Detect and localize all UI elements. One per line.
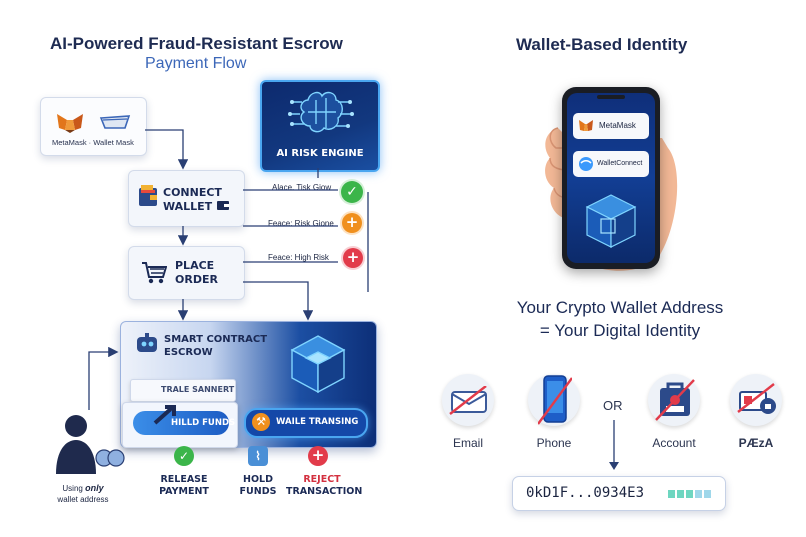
reject-icon: +: [308, 446, 328, 466]
phone: MetaMask WalletConnect: [562, 87, 660, 269]
left-title: AI-Powered Fraud-Resistant Escrow: [50, 34, 343, 53]
ai-risk-engine-box: AI RISK ENGINE: [260, 80, 380, 172]
identity-phone: Phone: [526, 374, 586, 456]
high-risk-icon: +: [343, 248, 363, 268]
user-caption-using: Using: [62, 484, 83, 493]
trale-sannert-label: TRALE SANNERT: [161, 385, 235, 394]
phone-blockchain-cube-icon: [585, 194, 637, 248]
headline-line1: Your Crypto Wallet Address: [516, 298, 724, 317]
wallet-icon: [139, 185, 157, 206]
walletconnect-option-label: WalletConnect: [597, 160, 643, 167]
right-title: Wallet-Based Identity: [516, 35, 688, 54]
check-icon: ✓: [341, 181, 363, 203]
hold-line1: HOLD: [243, 474, 273, 485]
walletconnect-option[interactable]: WalletConnect: [573, 151, 649, 177]
arrow-to-address: [609, 420, 619, 470]
metamask-option-label: MetaMask: [599, 121, 636, 130]
risk-label-high: Feace: High Risk: [268, 253, 329, 262]
phone-icon: [538, 375, 572, 425]
smart-contract-line2: ESCROW: [164, 347, 213, 358]
connect-wallet-line1: CONNECT: [163, 186, 222, 199]
trale-sannert-panel: TRALE SANNERT: [130, 379, 236, 402]
user-silhouette-icon: [56, 415, 125, 474]
hammer-icon: ⚒: [252, 413, 270, 431]
or-label: OR: [603, 398, 623, 413]
identity-account: Account: [646, 374, 706, 456]
place-order-card: PLACE ORDER: [128, 246, 245, 300]
arrow-up-icon: [153, 405, 176, 425]
hold-funds-outcome-label: HOLD FUNDS: [236, 474, 280, 498]
id-card-icon: [737, 383, 776, 414]
shopping-cart-icon: [142, 262, 167, 284]
medium-risk-icon: +: [342, 213, 362, 233]
user-caption-wallet: wallet address: [57, 495, 109, 504]
mini-wallet-icon: [217, 201, 229, 210]
identity-id-card: PÆzA: [728, 374, 788, 456]
metamask-fox-icon: [57, 114, 83, 133]
left-subtitle: Payment Flow: [145, 55, 247, 72]
brain-circuit-icon: [288, 91, 354, 133]
metamask-icon: [579, 120, 593, 131]
hold-funds-button[interactable]: HILLD FUNDS: [133, 405, 235, 435]
wallet-box: MetaMask · Wallet Mask: [40, 97, 147, 156]
account-icon: [655, 379, 695, 421]
connect-wallet-card: CONNECT WALLET: [128, 170, 245, 227]
metamask-option[interactable]: MetaMask: [573, 113, 649, 139]
risk-label-medium: Feace: Risk Gione: [268, 219, 334, 228]
headline-line2: = Your Digital Identity: [539, 321, 701, 340]
risk-label-low: Alace. Tisk Giow: [272, 183, 332, 192]
waile-transing-button[interactable]: ⚒ WAILE TRANSING: [244, 408, 368, 438]
place-order-line2: ORDER: [175, 273, 218, 286]
release-payment-label: RELEASE PAYMENT: [158, 474, 210, 498]
identity-email: Email: [440, 374, 500, 456]
reject-transaction-label: REJECT TRANSACTION: [286, 474, 363, 498]
phone-notch: [597, 95, 625, 99]
connect-wallet-line2: WALLET: [163, 200, 213, 213]
blockchain-cube-icon: [290, 335, 346, 394]
wallet-mask-icon: [99, 115, 131, 129]
hold-funds-icon: ⌇: [248, 446, 268, 466]
robot-icon: [137, 333, 157, 352]
id-card-label: PÆzA: [738, 436, 774, 450]
wallet-address-bar: 0kD1F...0934E3: [512, 476, 726, 511]
progress-dot-1: [668, 490, 675, 498]
hold-line2: FUNDS: [239, 486, 277, 497]
place-order-line1: PLACE: [175, 259, 215, 272]
address-progress-dots: [668, 490, 716, 498]
progress-dot-5: [704, 490, 711, 498]
hold-funds-label: HILLD FUNDS: [171, 418, 236, 428]
reject-line1: REJECT: [303, 474, 341, 485]
walletconnect-icon: [579, 157, 593, 171]
phone-screen: MetaMask WalletConnect: [567, 93, 655, 263]
hold-funds-panel: HILLD FUNDS: [122, 402, 238, 448]
envelope-icon: [449, 386, 487, 415]
wallet-address-text: 0kD1F...0934E3: [526, 485, 645, 501]
release-line1: RELEASE: [160, 474, 208, 485]
progress-dot-3: [686, 490, 693, 498]
wallet-box-label: MetaMask · Wallet Mask: [52, 138, 134, 147]
email-label: Email: [452, 436, 483, 450]
account-label: Account: [652, 436, 696, 450]
reject-line2: TRANSACTION: [286, 486, 363, 497]
user-caption: Using only wallet address: [52, 483, 114, 505]
progress-dot-4: [695, 490, 702, 498]
release-line2: PAYMENT: [159, 486, 209, 497]
progress-dot-2: [677, 490, 684, 498]
waile-transing-label: WAILE TRANSING: [276, 417, 359, 427]
ai-risk-engine-label: AI RISK ENGINE: [276, 148, 364, 159]
user-caption-only: only: [85, 483, 104, 493]
phone-label: Phone: [536, 436, 572, 450]
release-check-icon: ✓: [174, 446, 194, 466]
smart-contract-line1: SMART CONTRACT: [164, 334, 268, 345]
